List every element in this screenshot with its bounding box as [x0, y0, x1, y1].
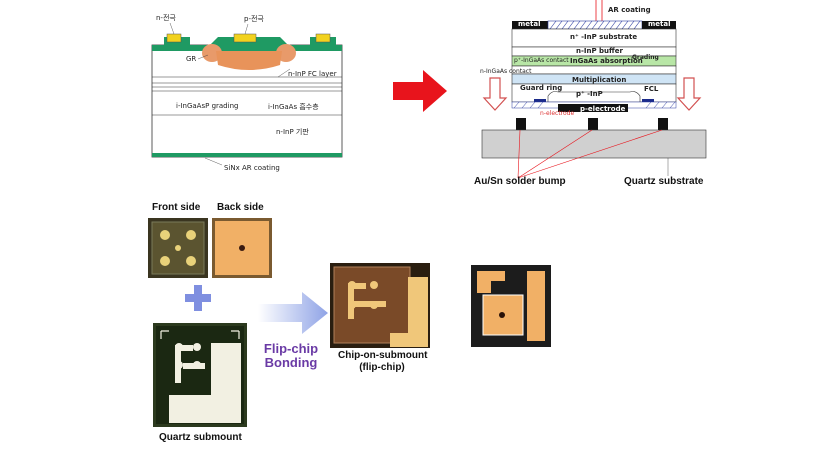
- label-n-electrode: n-electrode: [540, 110, 575, 117]
- back-aperture: [239, 245, 245, 251]
- leader-line: [204, 157, 223, 166]
- label-buffer: n-InP buffer: [576, 47, 623, 55]
- label-quartz-submount: Quartz submount: [159, 432, 242, 443]
- guard-ring-left: [534, 99, 546, 102]
- red-arrow: [393, 70, 447, 112]
- label-ar-coating: AR coating: [608, 6, 651, 14]
- label-chip-on-submount: Chip-on-submount (flip-chip): [338, 350, 428, 374]
- front-pad: [175, 245, 181, 251]
- left-cross-section: [151, 22, 343, 166]
- p-inp-region: [547, 91, 641, 103]
- cos-pad: [370, 281, 378, 289]
- cos-pad: [348, 281, 356, 289]
- front-pad: [186, 230, 196, 240]
- flip-chip-line1: Flip-chip: [263, 341, 319, 356]
- label-gr: GR: [186, 55, 197, 63]
- front-pad: [160, 230, 170, 240]
- chip-on-submount-photo: [330, 263, 430, 348]
- cos-pad: [370, 301, 378, 309]
- label-quartz-substrate: Quartz substrate: [624, 176, 704, 187]
- p-diffusion: [216, 51, 282, 70]
- submount-pad: [175, 343, 183, 351]
- label-n-electrode: n-전극: [156, 14, 176, 22]
- leader-line: [517, 129, 593, 179]
- metal-left: [512, 21, 548, 29]
- submount-trace: [175, 345, 193, 383]
- label-metal-right: metal: [648, 20, 671, 28]
- chip-on-submount-line2: (flip-chip): [359, 362, 405, 373]
- label-p-electrode: p-전극: [244, 15, 264, 23]
- backside-trace: [477, 271, 505, 293]
- label-p-contact: p⁺-InGaAs contact: [514, 57, 569, 64]
- n-electrode-left: [166, 33, 182, 43]
- cos-trace: [354, 301, 386, 307]
- label-multiplication: Multiplication: [572, 76, 627, 84]
- chip-on-submount-line1: Chip-on-submount: [338, 350, 428, 361]
- leader-line: [277, 68, 291, 78]
- label-metal-left: metal: [518, 20, 541, 28]
- leader-line: [517, 129, 521, 179]
- submount-pad: [193, 343, 201, 351]
- label-absorption: InGaAs absorption: [570, 57, 643, 65]
- ar-hatch: [549, 20, 641, 30]
- label-p-inp: p⁺ -InP: [576, 90, 603, 98]
- leader-line: [197, 54, 209, 60]
- quartz-submount-photo: [153, 323, 247, 427]
- label-p-electrode: p-electrode: [580, 105, 626, 113]
- back-side-photo: [212, 218, 272, 278]
- solder-bump: [658, 118, 668, 130]
- backside-aperture: [499, 312, 505, 318]
- label-substrate: n-InP 기판: [276, 128, 309, 136]
- label-solder-bump: Au/Sn solder bump: [474, 176, 566, 187]
- cos-trace: [390, 277, 428, 347]
- front-pad: [160, 256, 170, 266]
- submount-pad: [175, 361, 183, 369]
- label-n-contact: n-InGaAs contact: [480, 68, 532, 75]
- side-arrow-left: [482, 77, 508, 111]
- passivation-layer: [152, 37, 342, 51]
- front-pad: [186, 256, 196, 266]
- flip-chip-line2: Bonding: [264, 355, 318, 370]
- p-electrode: [233, 33, 257, 43]
- label-ar: SiNx AR coating: [224, 164, 280, 172]
- label-fcl: FCL: [644, 85, 659, 93]
- plus-icon: [185, 285, 211, 311]
- p-electrode-bar: [558, 104, 628, 112]
- solder-bump: [588, 118, 598, 130]
- label-back-side: Back side: [217, 202, 264, 213]
- bonded-chip-back-photo: [471, 265, 551, 347]
- label-front-side: Front side: [152, 202, 201, 213]
- quartz-substrate: [481, 129, 707, 159]
- backside-trace: [527, 271, 545, 341]
- ar-coating-layer: [152, 153, 342, 157]
- leader-line: [517, 129, 663, 179]
- right-cross-section: [481, 0, 707, 179]
- label-substrate: n⁺ -InP substrate: [570, 33, 638, 41]
- side-arrow-right: [676, 77, 702, 111]
- label-guard-ring: Guard ring: [520, 84, 563, 92]
- label-absorption: i-InGaAs 흡수층: [268, 103, 319, 111]
- electrode-hatch: [513, 101, 676, 109]
- solder-bump: [516, 118, 526, 130]
- flip-chip-arrow: [258, 292, 328, 334]
- flip-chip-label: Flip-chip Bonding: [256, 342, 326, 370]
- cos-trace: [348, 283, 366, 319]
- guard-ring-right: [642, 99, 654, 102]
- label-grading: Grading: [632, 54, 659, 61]
- n-electrode-right: [315, 33, 331, 43]
- leader-line: [169, 22, 175, 35]
- label-fc-layer: n-InP FC layer: [288, 70, 337, 78]
- leader-line: [244, 23, 249, 35]
- metal-right: [642, 21, 676, 29]
- cos-pad: [348, 301, 356, 309]
- layer-grading: [511, 65, 677, 75]
- submount-trace: [169, 343, 241, 423]
- label-grading: i-InGaAsP grading: [176, 102, 239, 110]
- front-side-photo: [148, 218, 208, 278]
- submount-pad: [193, 361, 201, 369]
